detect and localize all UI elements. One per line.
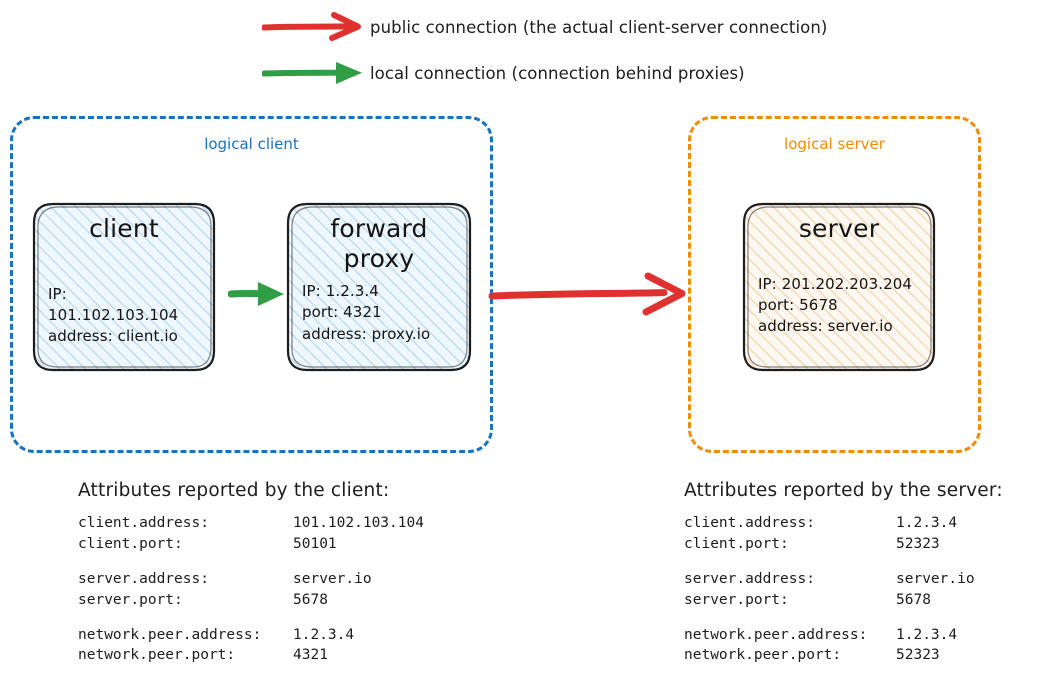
table-row: client.port: 52323: [684, 534, 1003, 555]
table-row: server.port: 5678: [684, 590, 1003, 611]
attr-value: 1.2.3.4: [293, 626, 355, 643]
attr-key: client.port:: [78, 535, 183, 552]
client-node[interactable]: client IP: 101.102.103.104 address: clie…: [30, 200, 218, 374]
logical-client-title: logical client: [204, 135, 299, 153]
client-node-attr-ip: IP: 101.102.103.104: [48, 284, 179, 324]
attr-key: client.port:: [684, 535, 789, 552]
server-attributes-group: server.address: server.io server.port: 5…: [684, 569, 1003, 611]
attr-value: 5678: [293, 591, 328, 608]
attr-key: network.peer.address:: [684, 626, 868, 643]
attr-value: 52323: [896, 647, 940, 664]
logical-server-title: logical server: [784, 135, 885, 153]
attr-value: 1.2.3.4: [896, 515, 958, 531]
attr-value: 5678: [896, 591, 931, 608]
forward-proxy-attr-address: address: proxy.io: [302, 324, 431, 343]
server-node-attributes: IP: 201.202.203.204 port: 5678 address: …: [758, 274, 912, 338]
table-row: client.address: 101.102.103.104: [78, 513, 424, 534]
client-attributes-group: server.address: server.io server.port: 5…: [78, 569, 424, 611]
server-node-attr-ip: IP: 201.202.203.204: [758, 274, 913, 293]
attr-key: server.port:: [78, 591, 183, 608]
logical-client-zone: logical client: [10, 116, 493, 453]
legend-label-public: public connection (the actual client-ser…: [370, 17, 828, 37]
attr-key: client.address:: [78, 515, 209, 531]
legend: public connection (the actual client-ser…: [0, 0, 1039, 100]
client-attributes-heading: Attributes reported by the client:: [78, 480, 390, 501]
attr-value: 52323: [896, 535, 940, 552]
forward-proxy-attr-ip: IP: 1.2.3.4: [302, 282, 379, 300]
forward-proxy-title-line2: proxy: [343, 243, 415, 273]
server-node[interactable]: server IP: 201.202.203.204 port: 5678 ad…: [740, 200, 938, 374]
attr-value: server.io: [896, 570, 975, 587]
client-attributes-group: network.peer.address: 1.2.3.4 network.pe…: [78, 625, 424, 667]
table-row: network.peer.port: 52323: [684, 645, 1003, 666]
attr-key: network.peer.port:: [684, 647, 842, 664]
forward-proxy-node[interactable]: forward proxy IP: 1.2.3.4 port: 4321 add…: [284, 200, 474, 374]
server-node-attr-port: port: 5678: [758, 295, 838, 314]
attr-key: server.address:: [684, 570, 815, 587]
client-node-title: client: [89, 214, 159, 243]
table-row: server.port: 5678: [78, 590, 424, 611]
legend-label-local: local connection (connection behind prox…: [370, 63, 745, 83]
server-attributes-group: client.address: 1.2.3.4 client.port: 523…: [684, 513, 1003, 555]
attr-value: 50101: [293, 535, 337, 552]
server-attributes-group: network.peer.address: 1.2.3.4 network.pe…: [684, 625, 1003, 667]
client-attributes-group: client.address: 101.102.103.104 client.p…: [78, 513, 424, 555]
server-attributes-block: Attributes reported by the server: clien…: [684, 480, 1003, 680]
forward-proxy-node-shape: [286, 202, 472, 372]
green-arrow-icon: [262, 62, 362, 84]
forward-proxy-attr-port: port: 4321: [302, 303, 382, 322]
public-connection-arrow: [488, 272, 686, 316]
table-row: client.address: 1.2.3.4: [684, 513, 1003, 534]
local-connection-arrow: [228, 282, 284, 306]
server-node-shape: [742, 202, 936, 372]
attr-value: 1.2.3.4: [896, 626, 958, 643]
red-arrow-icon: [262, 12, 361, 41]
attr-value: server.io: [293, 570, 372, 587]
forward-proxy-node-title: forward proxy: [330, 214, 427, 273]
client-node-shape: [32, 202, 216, 372]
server-node-title: server: [798, 214, 880, 243]
client-attributes-block: Attributes reported by the client: clien…: [78, 480, 424, 680]
client-node-attr-address: address: client.io: [48, 327, 178, 346]
legend-item-local: local connection (connection behind prox…: [262, 56, 745, 90]
table-row: network.peer.address: 1.2.3.4: [78, 625, 424, 646]
server-attributes-heading: Attributes reported by the server:: [684, 480, 1003, 501]
attr-key: network.peer.port:: [78, 647, 236, 664]
attr-key: server.address:: [78, 570, 209, 587]
client-node-attributes: IP: 101.102.103.104 address: client.io: [48, 284, 200, 348]
server-node-attr-address: address: server.io: [758, 317, 893, 336]
attr-key: network.peer.address:: [78, 626, 262, 643]
attr-value: 101.102.103.104: [293, 515, 424, 531]
table-row: client.port: 50101: [78, 534, 424, 555]
attr-key: server.port:: [684, 591, 789, 608]
table-row: server.address: server.io: [78, 569, 424, 590]
table-row: network.peer.port: 4321: [78, 645, 424, 666]
logical-server-zone: logical server: [688, 116, 981, 453]
attr-value: 4321: [293, 647, 328, 664]
attr-key: client.address:: [684, 515, 815, 531]
table-row: network.peer.address: 1.2.3.4: [684, 625, 1003, 646]
legend-item-public: public connection (the actual client-ser…: [262, 10, 827, 44]
forward-proxy-node-attributes: IP: 1.2.3.4 port: 4321 address: proxy.io: [302, 281, 430, 345]
forward-proxy-title-line1: forward: [330, 214, 428, 243]
table-row: server.address: server.io: [684, 569, 1003, 590]
